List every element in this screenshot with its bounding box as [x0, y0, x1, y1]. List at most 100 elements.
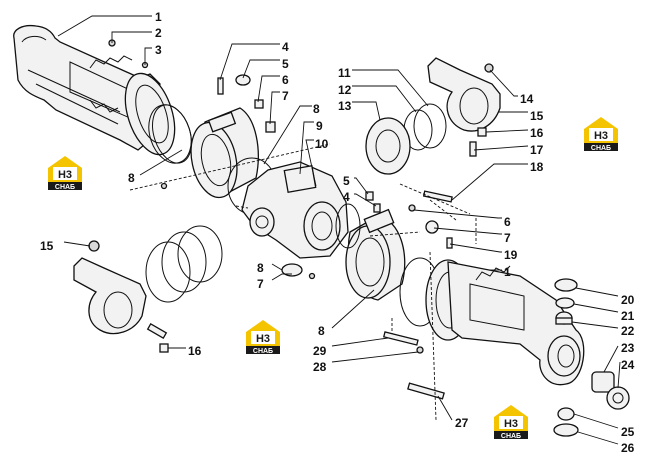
callout-number-c18: 18 — [530, 160, 544, 174]
callout-number-c9: 9 — [316, 119, 323, 133]
leader-line-c16a — [485, 129, 529, 133]
callout-number-c11: 11 — [338, 66, 351, 80]
plug-part-7-right — [425, 220, 439, 234]
callout-number-c13: 13 — [338, 99, 352, 113]
logo-sub-text: СНАБ — [591, 145, 611, 152]
seal-part-24 — [606, 386, 630, 410]
bolt-part-4-right — [373, 203, 381, 213]
leader-line-c8c — [271, 263, 283, 271]
hub-flange-left — [160, 107, 259, 199]
bolt-part-19 — [446, 237, 453, 249]
callout-number-c1a: 1 — [155, 10, 162, 24]
logo-sub-text: СНАБ — [501, 433, 521, 440]
logo-bar — [494, 431, 528, 439]
bolt-part-6-right — [408, 204, 416, 212]
leader-line-c7c — [271, 273, 292, 281]
logo-window — [499, 416, 523, 429]
callout-number-c27: 27 — [455, 416, 469, 430]
callout-number-c24: 24 — [621, 358, 635, 372]
callout-number-c21: 21 — [621, 309, 635, 323]
callout-number-c14: 14 — [520, 92, 534, 106]
callout-number-c17: 17 — [530, 143, 544, 157]
callout-number-c6b: 6 — [504, 215, 511, 229]
bolt-part-18 — [422, 190, 453, 203]
assembly-axes — [129, 143, 477, 421]
plug-part-7-upper — [265, 121, 276, 133]
callout-number-c4b: 4 — [343, 190, 350, 204]
bolt-part-28 — [416, 346, 424, 354]
leader-line-c7b — [433, 227, 502, 235]
bushing-part-23 — [591, 371, 615, 393]
callout-number-c22: 22 — [621, 324, 635, 338]
callout-number-c12: 12 — [338, 83, 352, 97]
callout-number-c7c: 7 — [257, 277, 264, 291]
callout-number-c4a: 4 — [282, 40, 289, 54]
washer-part-20 — [554, 278, 578, 292]
carrier-lower-left — [73, 225, 223, 353]
logo-mark-text: H3 — [58, 169, 72, 181]
leader-line-c24 — [617, 361, 621, 389]
bolt-part-29 — [382, 331, 419, 346]
callout-number-c15b: 15 — [40, 239, 54, 253]
callout-number-c8b: 8 — [128, 171, 135, 185]
bolt-part-27 — [407, 382, 445, 400]
callout-number-c16b: 16 — [188, 344, 202, 358]
axle-housing-right — [399, 257, 585, 386]
callout-number-c23: 23 — [621, 341, 635, 355]
leader-line-c7a — [269, 91, 280, 125]
logo-mark-text: H3 — [594, 130, 608, 142]
leader-line-c4b — [354, 193, 377, 207]
bushing-part-25 — [557, 407, 575, 421]
callout-number-c6a: 6 — [282, 73, 289, 87]
callout-number-c10: 10 — [315, 137, 329, 151]
washer-part-26 — [553, 423, 579, 437]
leader-line-c4a — [219, 43, 280, 81]
logo-bar — [48, 182, 82, 190]
callout-number-c8d: 8 — [318, 324, 325, 338]
callout-number-c7b: 7 — [504, 231, 511, 245]
bushing-part-22 — [555, 311, 573, 325]
o-ring-right-small — [335, 203, 361, 249]
logo-window — [251, 331, 275, 344]
logo-bar — [584, 143, 618, 151]
leader-line-c5b — [354, 177, 369, 195]
bolt-part-4-upper — [217, 77, 224, 95]
logo-sub-text: СНАБ — [55, 184, 75, 191]
callout-number-c5b: 5 — [343, 174, 350, 188]
leader-line-c23 — [603, 345, 619, 373]
leader-line-c13 — [352, 101, 381, 121]
callout-number-c19: 19 — [504, 248, 518, 262]
leader-line-c5a — [242, 59, 280, 79]
leader-line-c25 — [573, 413, 619, 429]
leader-line-c18 — [451, 163, 528, 201]
callout-number-c1b: 1 — [504, 265, 511, 279]
leader-line-c14 — [489, 69, 518, 97]
cap-part-5-right — [365, 191, 374, 201]
leader-line-c20 — [575, 287, 619, 297]
callout-number-c8c: 8 — [257, 261, 264, 275]
leader-line-c26 — [577, 431, 619, 445]
plug-part-6-upper — [254, 99, 264, 109]
callout-number-c25: 25 — [621, 425, 635, 439]
leader-line-c9 — [299, 121, 314, 175]
ring-stack-11-13 — [365, 103, 447, 175]
carrier-upper-right — [427, 57, 501, 157]
logo-mark-text: H3 — [256, 333, 270, 345]
bolt-part-7-center — [308, 272, 316, 280]
axle-housing-left — [13, 24, 192, 164]
leader-line-c8d — [331, 289, 375, 329]
leader-line-c27 — [437, 395, 453, 421]
leader-line-c15b — [63, 241, 91, 247]
leader-line-c17 — [473, 145, 529, 151]
callout-number-c20: 20 — [621, 293, 635, 307]
leader-line-c28 — [331, 351, 419, 363]
callout-number-c7a: 7 — [282, 89, 289, 103]
leader-line-c11 — [352, 69, 429, 107]
logo-window — [53, 167, 77, 180]
